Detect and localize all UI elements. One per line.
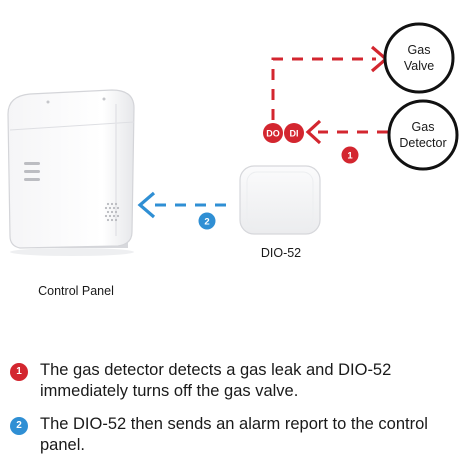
- step-caption-1: 1 The gas detector detects a gas leak an…: [8, 360, 460, 402]
- panel-speaker-grille: [104, 202, 120, 222]
- step-2-badge: 2: [198, 212, 216, 230]
- gas-valve-label-line2: Valve: [404, 59, 434, 73]
- do-terminal-badge: DO: [263, 123, 283, 143]
- alarm-report-arrow: [137, 191, 226, 219]
- detector-signal-arrow: [305, 119, 388, 145]
- panel-vents: [24, 162, 40, 181]
- gas-valve-node: Gas Valve: [383, 22, 455, 94]
- step-caption-2: 2 The DIO-52 then sends an alarm report …: [8, 414, 460, 456]
- control-panel-label: Control Panel: [38, 284, 114, 298]
- svg-text:1: 1: [347, 151, 353, 162]
- gas-valve-label-line1: Gas: [408, 43, 431, 57]
- step-number-badge: 2: [10, 417, 28, 435]
- step-captions: 1 The gas detector detects a gas leak an…: [8, 360, 460, 456]
- di-terminal-badge: DI: [284, 123, 304, 143]
- step-caption-text: The DIO-52 then sends an alarm report to…: [40, 415, 428, 454]
- svg-text:DI: DI: [290, 129, 299, 139]
- control-panel-device: [7, 89, 135, 256]
- step-number-badge: 1: [10, 363, 28, 381]
- step-caption-text: The gas detector detects a gas leak and …: [40, 361, 392, 400]
- gas-detector-node: Gas Detector: [387, 99, 459, 171]
- gas-detector-label-line1: Gas: [412, 120, 435, 134]
- valve-control-arrow: [271, 45, 389, 120]
- gas-detector-label-line2: Detector: [399, 136, 446, 150]
- svg-text:2: 2: [204, 217, 209, 228]
- step-1-badge: 1: [341, 146, 359, 164]
- dio-52-device: [239, 165, 321, 235]
- dio-52-label: DIO-52: [261, 246, 301, 260]
- svg-text:DO: DO: [266, 129, 280, 139]
